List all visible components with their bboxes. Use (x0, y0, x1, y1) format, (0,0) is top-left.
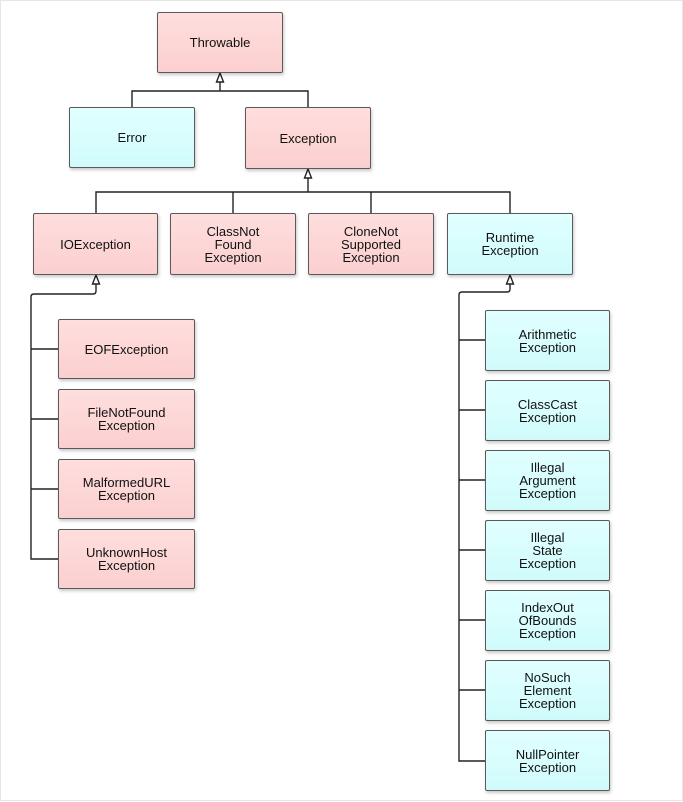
node-illegalargumentexception: Illegal Argument Exception (485, 450, 610, 511)
node-eofexception: EOFException (58, 319, 195, 379)
node-exception: Exception (245, 107, 371, 169)
node-throwable: Throwable (157, 12, 283, 73)
node-error: Error (69, 107, 195, 168)
runtimeexception-inherit-arrow (505, 273, 515, 285)
runtimeexception-connector (458, 284, 511, 762)
ioexception-connector (30, 284, 97, 560)
node-classcastexception: ClassCast Exception (485, 380, 610, 441)
node-malformedurlexception: MalformedURL Exception (58, 459, 195, 519)
node-classnotfoundexception: ClassNot Found Exception (170, 213, 296, 275)
node-ioexception: IOException (33, 213, 158, 275)
throwable-connector (131, 82, 309, 107)
ioexception-inherit-arrow (91, 273, 101, 285)
node-illegalstateexception: Illegal State Exception (485, 520, 610, 581)
node-indexoutofboundsexception: IndexOut OfBounds Exception (485, 590, 610, 651)
node-filenotfoundexception: FileNotFound Exception (58, 389, 195, 449)
throwable-inherit-arrow (215, 71, 225, 83)
exception-inherit-arrow (303, 167, 313, 179)
node-nullpointerexception: NullPointer Exception (485, 730, 610, 791)
node-runtimeexception: Runtime Exception (447, 213, 573, 275)
node-clonenotsupportedexception: CloneNot Supported Exception (308, 213, 434, 275)
node-nosuchelementexception: NoSuch Element Exception (485, 660, 610, 721)
node-unknownhostexception: UnknownHost Exception (58, 529, 195, 589)
exception-connector (95, 178, 511, 213)
node-arithmeticexception: Arithmetic Exception (485, 310, 610, 371)
